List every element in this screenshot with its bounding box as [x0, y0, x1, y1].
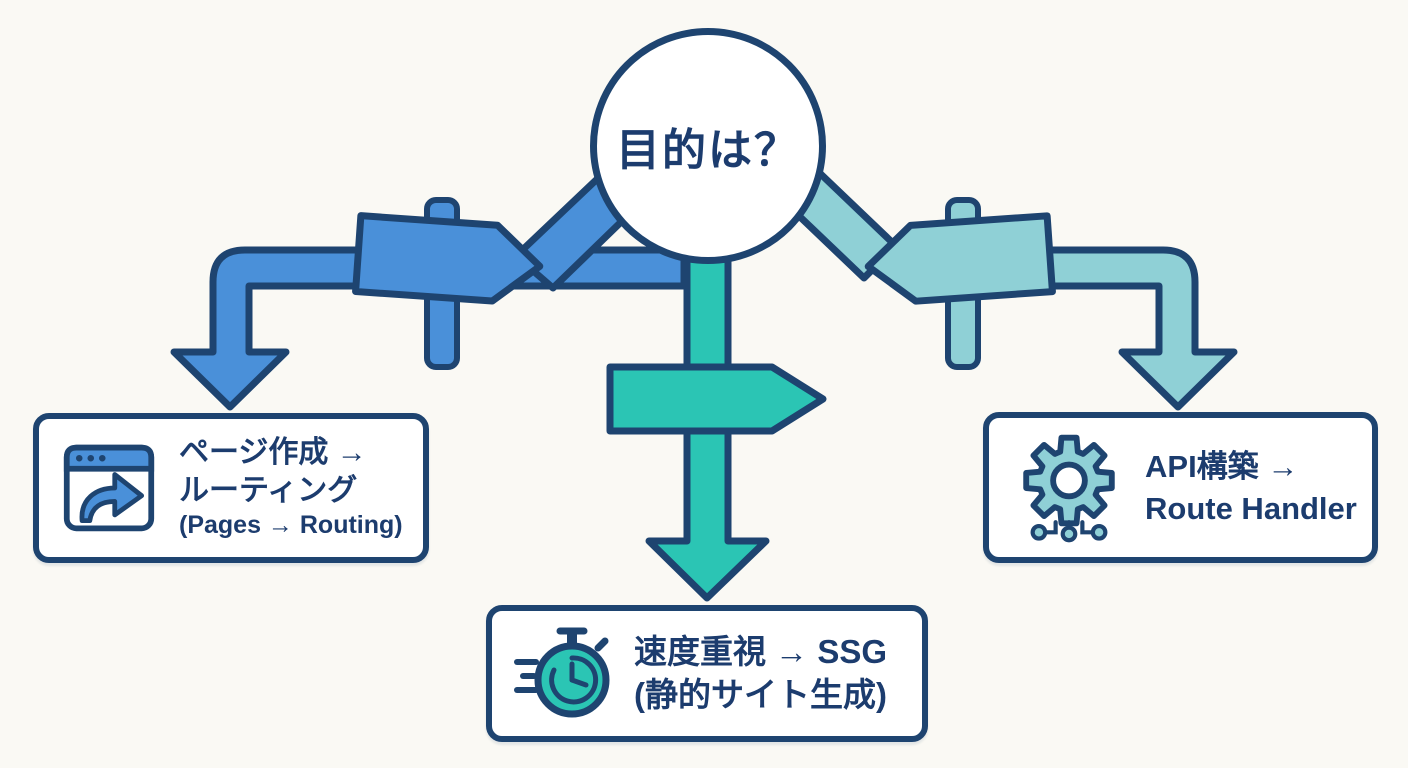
right-branch	[770, 156, 1238, 411]
center-signpost-sign	[606, 363, 827, 435]
card-pages-line1: ページ作成 →	[179, 436, 367, 470]
card-pages-routing: ページ作成 → ルーティング (Pages → Routing)	[33, 413, 429, 563]
card-api-route-handler: API構築 → Route Handler	[983, 412, 1378, 563]
browser-redirect-icon	[61, 440, 157, 536]
card-api-line2: Route Handler	[1145, 490, 1357, 526]
card-ssg: 速度重視 → SSG (静的サイト生成)	[486, 605, 928, 742]
center-branch	[606, 252, 827, 602]
right-elbow-arrow	[1026, 246, 1238, 411]
decision-node: 目的は？	[590, 28, 826, 264]
left-signpost-sign	[352, 212, 544, 305]
card-ssg-text: 速度重視 → SSG (静的サイト生成)	[634, 631, 887, 717]
card-pages-line3: (Pages → Routing)	[179, 511, 403, 540]
card-api-line1: API構築 →	[1145, 448, 1299, 484]
decision-label: 目的は？	[616, 126, 800, 175]
left-branch	[170, 159, 688, 411]
card-ssg-line2: (静的サイト生成)	[634, 675, 887, 713]
card-api-text: API構築 → Route Handler	[1145, 446, 1357, 530]
card-pages-line2: ルーティング	[179, 473, 358, 507]
gear-circuit-icon	[1017, 432, 1121, 544]
right-signpost-sign	[864, 212, 1056, 305]
card-ssg-line1: 速度重視 → SSG	[634, 632, 888, 670]
stopwatch-icon	[508, 624, 620, 724]
card-pages-text: ページ作成 → ルーティング (Pages → Routing)	[179, 434, 403, 542]
